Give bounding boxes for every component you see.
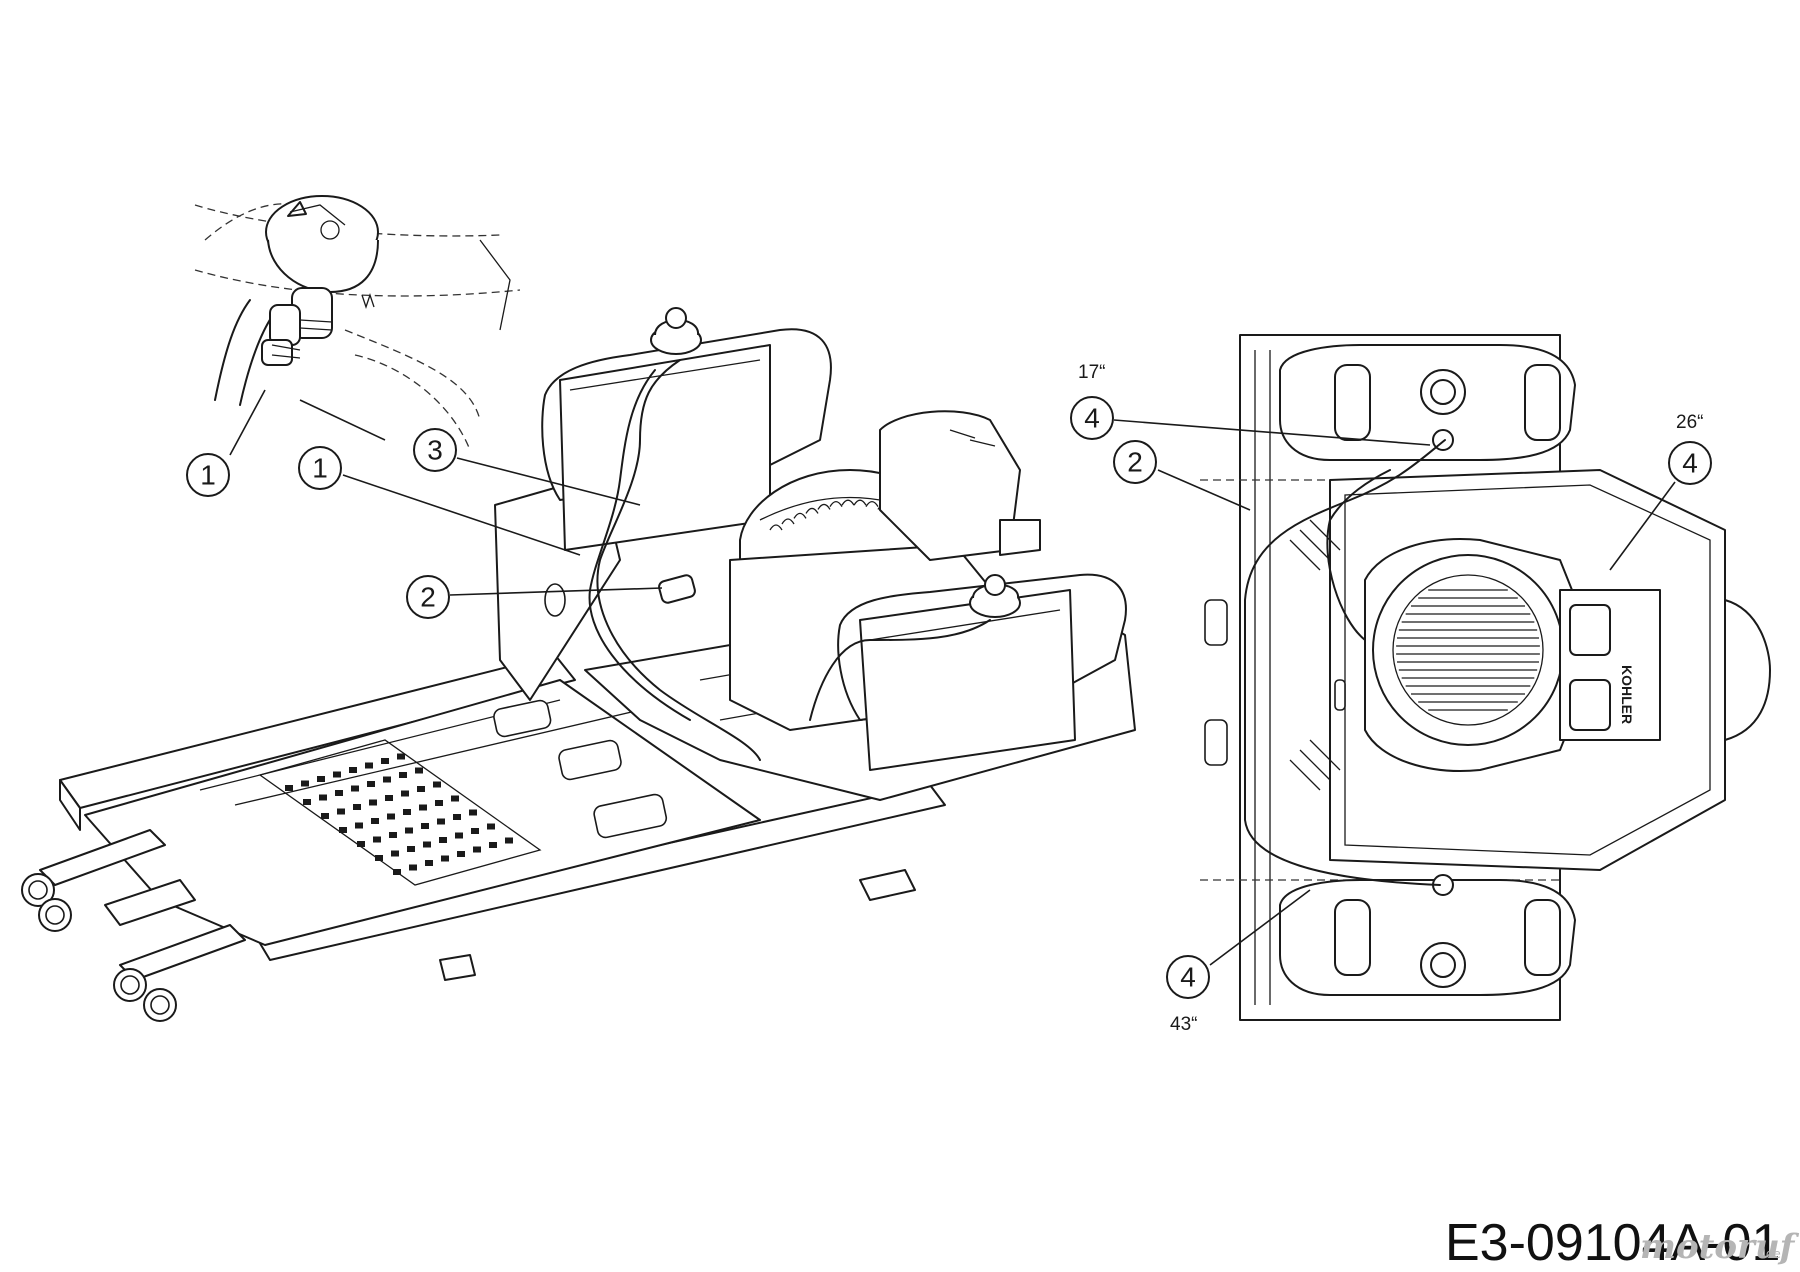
- callout-circle-1: [298, 446, 342, 490]
- top-view: KOHLER: [1200, 334, 1771, 1021]
- callout-circle-4: [1166, 955, 1210, 999]
- perforated-deck: [258, 739, 542, 886]
- callout-circle-4: [1070, 396, 1114, 440]
- callout-circle-2: [406, 575, 450, 619]
- callout-label: 2: [420, 582, 436, 613]
- hose-length-17: 17“: [1078, 362, 1105, 383]
- callout-circle-2: [1113, 440, 1157, 484]
- callout-label: 2: [1127, 447, 1143, 478]
- callout-circle-4: [1668, 441, 1712, 485]
- callout-label: 4: [1084, 403, 1100, 434]
- callout-label: 3: [427, 435, 443, 466]
- callouts: 1 1 3 2 4 17“ 2 4 26“ 4 43“: [186, 362, 1712, 1035]
- engine-brand-label: KOHLER: [1619, 665, 1635, 724]
- detail-inset-fuel-cap: [194, 195, 521, 451]
- callout-label: 4: [1682, 448, 1698, 479]
- top-view-tank-upper: [1279, 344, 1576, 461]
- fuel-tank-right: [837, 573, 1127, 771]
- fuel-filter: [658, 574, 696, 604]
- callout-circle-3: [413, 428, 457, 472]
- hose-length-43: 43“: [1170, 1014, 1197, 1035]
- watermark-text: motoruf: [1640, 1227, 1800, 1267]
- isometric-frame-view: [21, 307, 1136, 1022]
- hose-length-26: 26“: [1676, 412, 1703, 433]
- top-view-tank-lower: [1279, 874, 1576, 996]
- callout-label: 4: [1180, 962, 1196, 993]
- reference-code: E3-09104A-01: [1445, 1214, 1780, 1272]
- watermark-suffix: .de: [1762, 1247, 1781, 1261]
- callout-label: 1: [312, 453, 328, 484]
- callout-label: 1: [200, 460, 216, 491]
- top-view-engine: KOHLER: [1364, 538, 1661, 772]
- callout-circle-1: [186, 453, 230, 497]
